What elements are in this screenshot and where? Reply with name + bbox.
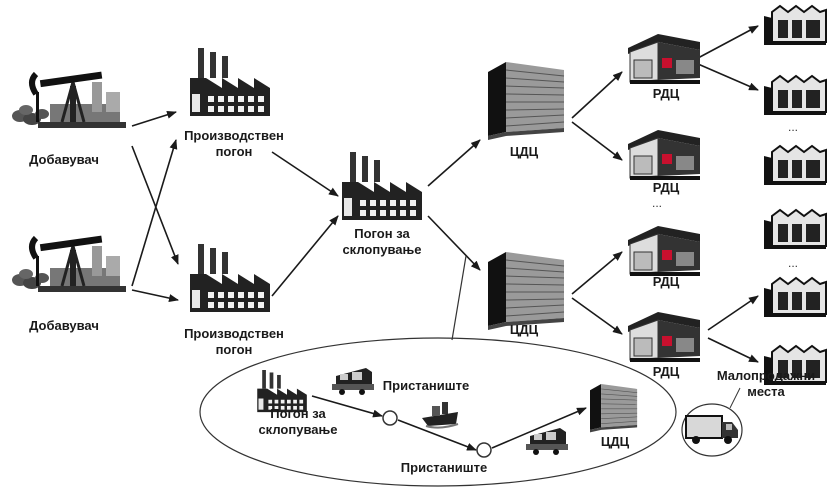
arrow-rdc4-retail6 [707,337,759,363]
rdc-2-label: РДЦ [652,180,680,195]
arrow-rdc1-retail2 [697,63,759,91]
production-2-factory-icon [190,244,270,312]
detail-assembly-label: Погон за склопување [258,406,338,437]
truck-pointer-line [729,387,741,409]
retail-2-store-icon [763,75,827,116]
rdc-2-warehouse-icon [627,129,701,181]
rdc-3-label: РДЦ [652,274,680,289]
retail-ellipsis-1: ... [788,120,799,134]
cdc-1-label: ЦДЦ [509,144,539,159]
arrow-supplier1-production1 [131,110,177,127]
supplier-1-label: Добавувач [29,152,99,167]
detail-cdc-label: ЦДЦ [600,434,630,449]
arrow-assembly-cdc1 [427,139,481,187]
cdc-2-label: ЦДЦ [509,322,539,337]
supplier-1-icon [12,72,126,128]
arrow-rdc4-retail5 [707,295,759,331]
arrow-cdc2-rdc4 [571,297,623,335]
assembly-factory-icon [342,152,422,220]
retail-5-store-icon [763,277,827,318]
detail-cdc-building-icon [589,383,638,433]
arrow-supplier1-production2 [131,145,179,265]
arrow-supplier2-production1 [131,139,178,287]
arrow-assembly-cdc2 [427,215,481,271]
production-1-factory-icon [190,48,270,116]
train-icon [332,368,374,395]
arrow-supplier2-production2 [131,289,179,302]
arrow-cdc1-rdc1 [571,71,623,119]
retail-3-store-icon [763,145,827,186]
supplier-2-icon [12,236,126,292]
arrow-production2-assembly [271,215,339,297]
ship-icon [421,401,459,429]
production-1-label: Производствен погон [184,128,284,159]
rdc-4-label: РДЦ [652,364,680,379]
rdc-4-warehouse-icon [627,311,701,363]
cdc-1-building-icon [487,61,565,141]
arrow-production1-assembly [271,151,339,197]
port-node-1 [382,410,398,426]
arrow-rdc1-retail1 [697,25,759,59]
retail-4-store-icon [763,209,827,250]
port-node-2 [476,442,492,458]
retail-1-store-icon [763,5,827,46]
truck-icon [685,415,739,445]
detail-ellipse [199,337,677,487]
arrow-cdc2-rdc3 [571,251,623,295]
supplier-2-label: Добавувач [29,318,99,333]
retail-label: Малопродажни места [716,368,816,399]
rdc-ellipsis: ... [652,196,663,210]
assembly-label: Погон за склопување [342,226,422,257]
detail-port-1-label: Пристаниште [382,378,470,393]
arrow-cdc1-rdc2 [571,121,623,161]
detail-port-2-label: Пристаниште [400,460,488,475]
detail-route [311,395,587,451]
truck-circle [681,403,743,457]
rdc-1-label: РДЦ [652,86,680,101]
flow-arrows [131,25,759,363]
rdc-1-warehouse-icon [627,33,701,85]
retail-ellipsis-2: ... [788,256,799,270]
cdc-2-building-icon [487,251,565,331]
detail-pointer-line [451,255,467,341]
rdc-3-warehouse-icon [627,225,701,277]
production-2-label: Производствен погон [184,326,284,357]
train-2-icon [526,428,568,455]
